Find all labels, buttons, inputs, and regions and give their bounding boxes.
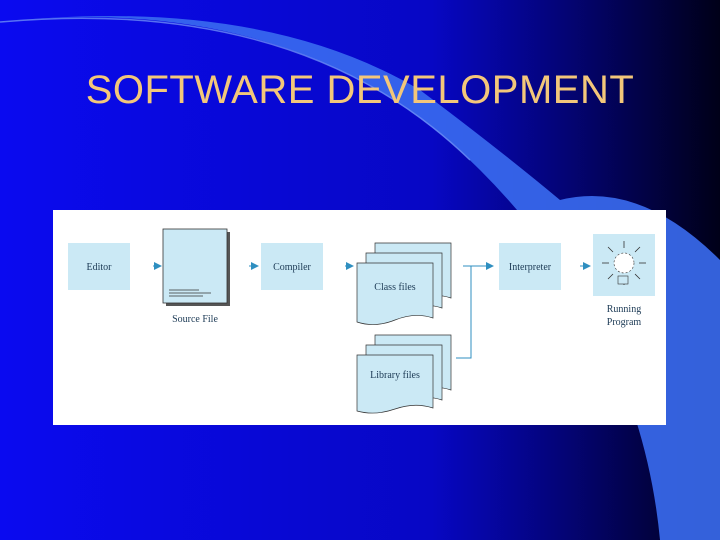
diagram-panel: Editor Source File Compiler Class file bbox=[53, 210, 666, 425]
interpreter-box: Interpreter bbox=[499, 243, 561, 290]
source-file-label: Source File bbox=[172, 314, 218, 325]
class-files-label: Class files bbox=[374, 282, 415, 293]
running-program-label-line1: Running bbox=[607, 304, 641, 315]
interpreter-label: Interpreter bbox=[509, 262, 552, 273]
library-files-stack: Library files bbox=[356, 334, 452, 414]
compiler-box: Compiler bbox=[261, 243, 323, 290]
compiler-label: Compiler bbox=[273, 262, 311, 273]
source-file-document: Source File bbox=[162, 228, 230, 325]
class-files-stack: Class files bbox=[356, 242, 452, 325]
arrow-library-files-to-interpreter bbox=[456, 266, 472, 359]
library-files-label: Library files bbox=[370, 370, 420, 381]
running-program-label-line2: Program bbox=[607, 317, 642, 328]
software-development-diagram: Editor Source File Compiler Class file bbox=[68, 228, 655, 414]
editor-label: Editor bbox=[87, 262, 113, 273]
slide-title: SOFTWARE DEVELOPMENT bbox=[85, 68, 635, 112]
running-program-box: Running Program bbox=[593, 234, 655, 328]
editor-box: Editor bbox=[68, 243, 130, 290]
